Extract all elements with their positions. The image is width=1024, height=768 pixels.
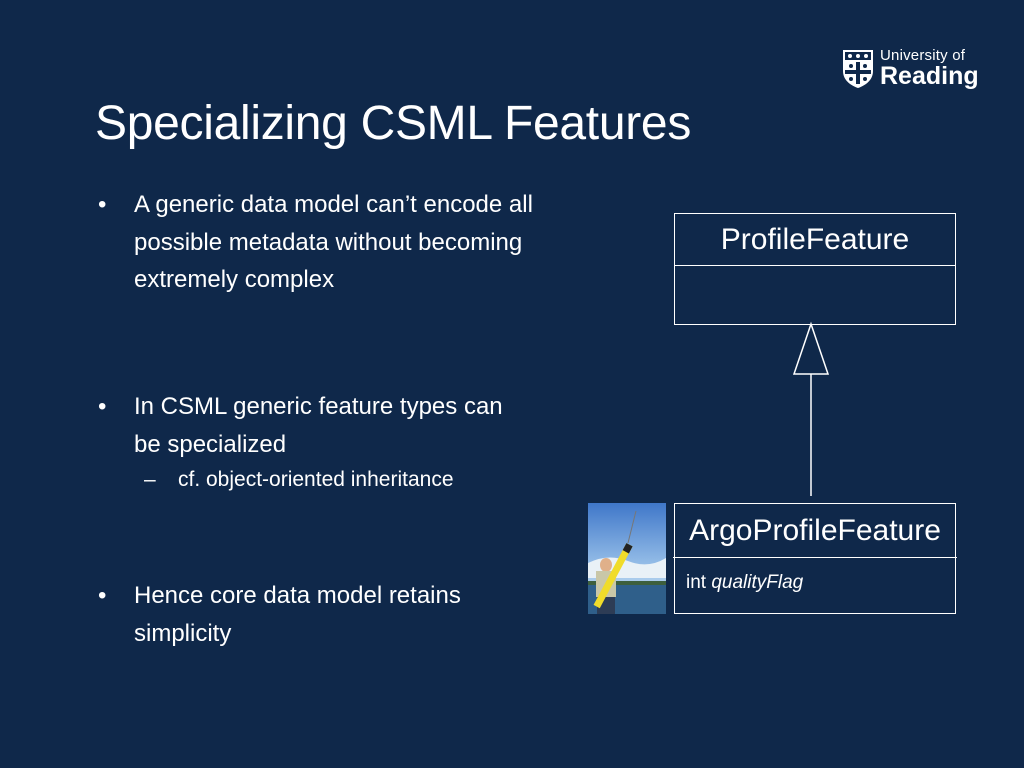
- sub-bullet-item: – cf. object-oriented inheritance: [98, 463, 528, 497]
- uml-attribute-name: qualityFlag: [711, 572, 804, 593]
- bullet-group: • In CSML generic feature types can be s…: [98, 388, 528, 497]
- bullet-text: Hence core data model retains simplicity: [134, 582, 461, 647]
- logo-text: University of Reading: [880, 48, 979, 89]
- bullet-marker: •: [98, 582, 107, 609]
- uml-class-name: ArgoProfileFeature: [673, 504, 957, 558]
- bullet-marker: •: [98, 393, 107, 420]
- uml-attribute: int qualityFlag: [675, 558, 955, 594]
- bullet-text: In CSML generic feature types can be spe…: [134, 393, 503, 458]
- logo-line-university: University of: [880, 47, 966, 64]
- bullet-marker: •: [98, 191, 107, 218]
- uml-class-parent: ProfileFeature: [674, 213, 956, 325]
- uml-class-name: ProfileFeature: [675, 214, 955, 266]
- argo-float-photo-icon: [588, 503, 666, 614]
- university-shield-icon: [843, 49, 873, 88]
- bullet-item: • Hence core data model retains simplici…: [98, 577, 564, 652]
- uml-class-child: ArgoProfileFeature int qualityFlag: [673, 503, 957, 614]
- sub-bullet-text: cf. object-oriented inheritance: [178, 468, 454, 491]
- inheritance-arrow: [792, 321, 830, 496]
- bullet-text: A generic data model can’t encode all po…: [134, 191, 533, 293]
- bullet-item: • In CSML generic feature types can be s…: [98, 388, 528, 463]
- uml-attribute-type: int: [686, 572, 707, 593]
- sub-bullet-marker: –: [144, 468, 156, 491]
- argo-float-photo: [588, 503, 666, 614]
- arrow-head: [792, 321, 830, 375]
- slide-title: Specializing CSML Features: [95, 97, 692, 150]
- bullet-item: • A generic data model can’t encode all …: [98, 186, 564, 299]
- logo-line-reading: Reading: [880, 62, 979, 90]
- university-logo: University of Reading: [842, 48, 979, 89]
